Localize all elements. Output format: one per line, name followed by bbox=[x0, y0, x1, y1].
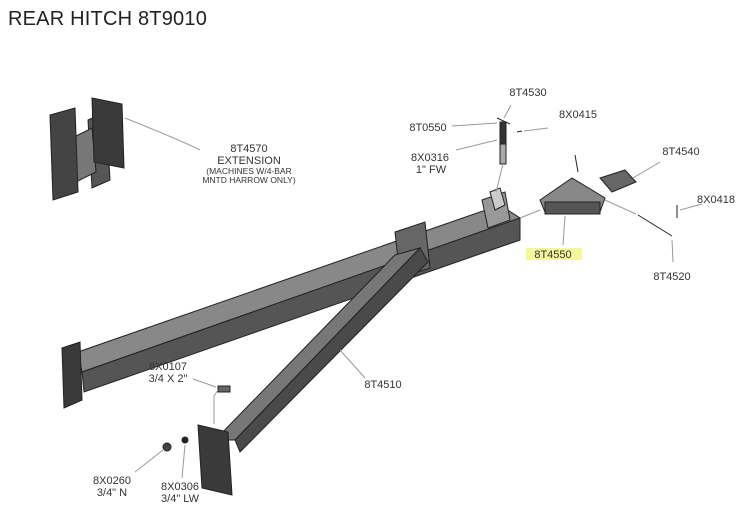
clevis-part bbox=[599, 169, 637, 193]
extension-part bbox=[49, 97, 125, 201]
main-beam-part bbox=[61, 187, 522, 496]
label-8X0418: 8X0418 bbox=[697, 194, 735, 206]
label-8T4540: 8T4540 bbox=[662, 146, 699, 158]
hardware-parts bbox=[162, 385, 231, 452]
label-8X0316-desc: 1" FW bbox=[416, 164, 447, 176]
pin-parts bbox=[495, 117, 523, 193]
label-8T4530: 8T4530 bbox=[509, 87, 546, 99]
label-8T4570: 8T4570 bbox=[230, 143, 267, 155]
label-8X0107: 8X0107 bbox=[149, 361, 187, 373]
label-8T4510: 8T4510 bbox=[364, 379, 401, 391]
label-8X0415: 8X0415 bbox=[559, 109, 597, 121]
label-8X0316: 8X0316 bbox=[411, 152, 449, 164]
label-8T4570-desc2: (MACHINES W/4-BAR bbox=[206, 166, 291, 176]
label-8T4520: 8T4520 bbox=[653, 271, 690, 283]
label-8X0107-desc: 3/4 X 2" bbox=[149, 373, 188, 385]
label-8T4570-desc3: MNTD HARROW ONLY) bbox=[202, 175, 296, 185]
label-8X0306-desc: 3/4" LW bbox=[161, 493, 200, 505]
label-8X0260-desc: 3/4" N bbox=[97, 487, 127, 499]
page-title: REAR HITCH 8T9010 bbox=[8, 8, 208, 30]
label-8T0550: 8T0550 bbox=[409, 122, 446, 134]
label-8T4550: 8T4550 bbox=[534, 249, 571, 261]
bracket-part bbox=[539, 154, 606, 215]
label-8X0306: 8X0306 bbox=[161, 481, 199, 493]
hitch-pin-part bbox=[637, 214, 673, 237]
label-8T4570-desc1: EXTENSION bbox=[217, 155, 281, 167]
highlight-8T4550 bbox=[526, 248, 582, 260]
label-8X0260: 8X0260 bbox=[93, 475, 131, 487]
